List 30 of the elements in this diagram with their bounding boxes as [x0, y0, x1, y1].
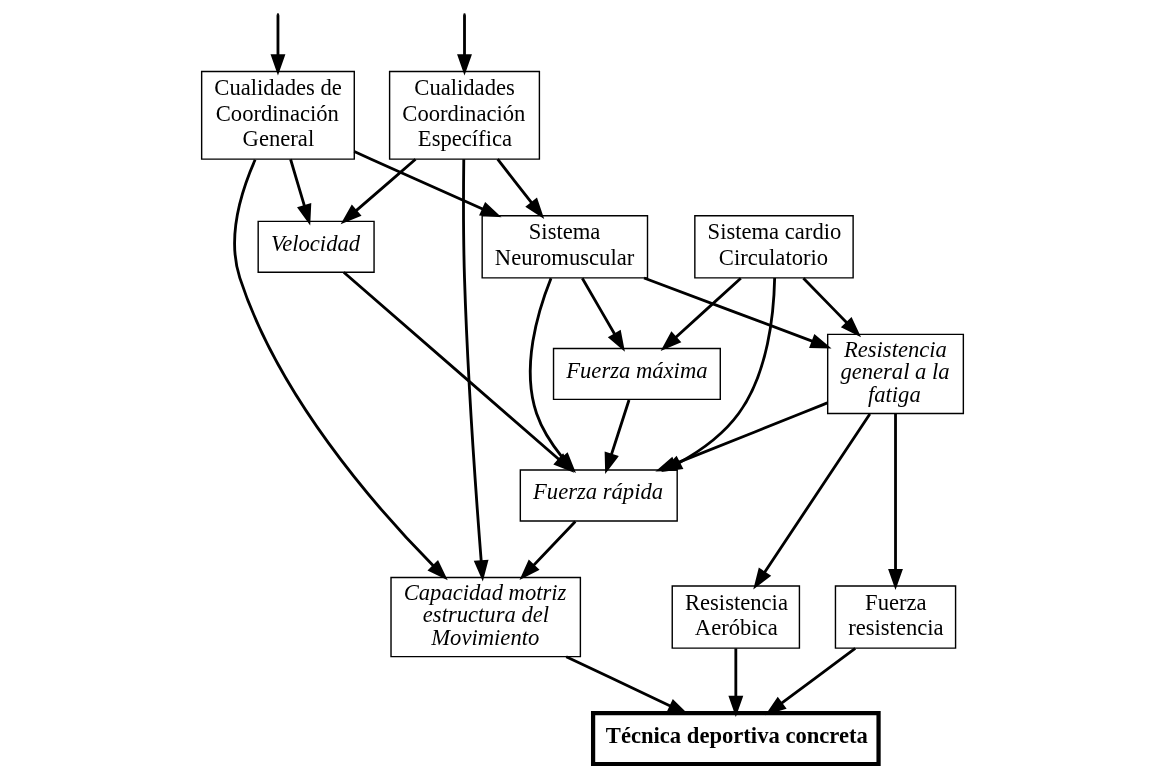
node-box: Técnica deportiva concreta — [591, 711, 881, 767]
arrow — [660, 277, 742, 352]
arrow — [753, 413, 872, 590]
arrow — [353, 150, 502, 218]
arrow — [728, 648, 744, 718]
arrow — [289, 158, 312, 226]
node-box: Sistema cardio Circulatorio — [694, 215, 854, 279]
node-box: Cualidades de Coordinación General — [200, 70, 355, 160]
node-box: Fuerza máxima — [552, 347, 721, 401]
arrow — [604, 399, 631, 474]
arrow — [457, 15, 472, 76]
arrow — [340, 158, 417, 225]
node-box: Resistencia Aeróbica — [671, 585, 801, 649]
node-box: Velocidad — [257, 220, 375, 273]
arrow — [802, 277, 862, 338]
arrow — [581, 277, 625, 352]
node-box: Capacidad motriz estructura del Movimiento — [390, 576, 582, 658]
arrow — [765, 647, 857, 716]
arrow — [496, 158, 545, 219]
node-box: Resistencia general a la fatiga — [826, 333, 965, 415]
node-box: Fuerza resistencia — [834, 585, 957, 649]
node-box: Fuerza rápida — [519, 469, 678, 522]
arrow — [643, 276, 832, 349]
arrow — [270, 15, 286, 76]
arrow — [519, 520, 577, 581]
node-box: Sistema Neuromuscular — [481, 215, 649, 279]
arrow — [462, 159, 489, 582]
arrow — [233, 159, 448, 581]
arrow — [888, 413, 903, 591]
node-box: Cualidades Coordinación Específica — [388, 70, 541, 160]
